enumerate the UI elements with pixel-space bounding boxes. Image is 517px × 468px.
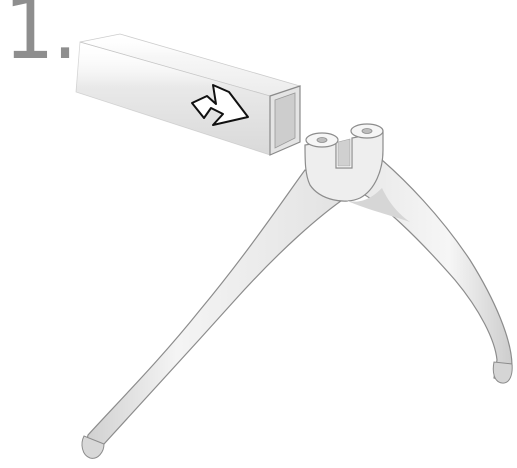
rectangular-tube <box>76 34 300 155</box>
y-shaped-stand <box>82 124 512 458</box>
